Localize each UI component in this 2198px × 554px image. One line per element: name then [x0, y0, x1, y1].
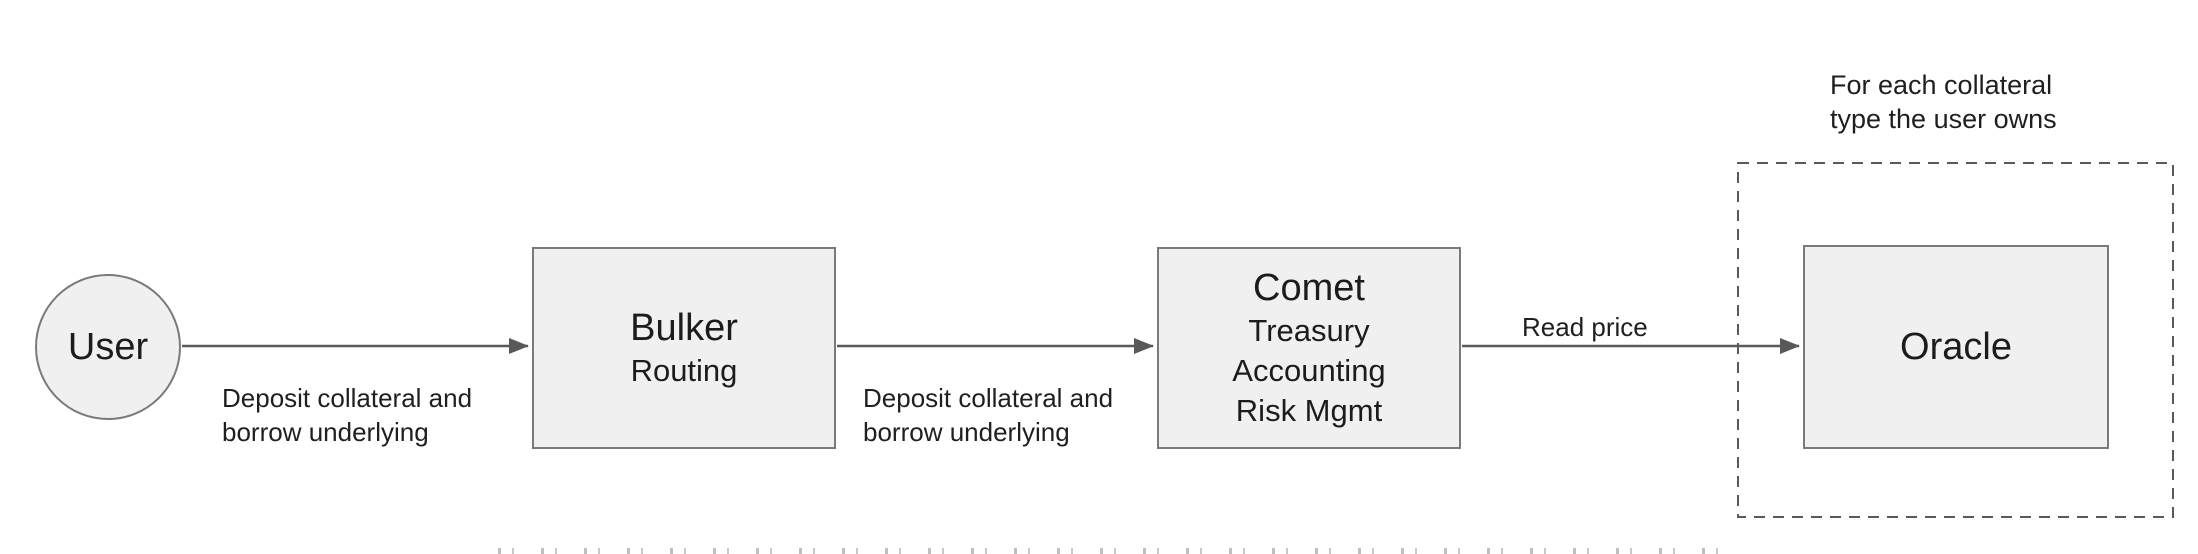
comet-node-line-treasury: Treasury [1248, 313, 1370, 348]
comet-node-title: Comet [1253, 267, 1365, 309]
edge-label-read-price: Read price [1522, 312, 1648, 342]
user-node-label: User [67, 326, 149, 368]
bulker-node-title: Bulker [630, 307, 738, 349]
oracle-node: Oracle [1803, 245, 2109, 449]
bulker-node-subtitle: Routing [630, 353, 738, 388]
comet-node-line-accounting: Accounting [1232, 353, 1386, 388]
user-node: User [35, 274, 181, 420]
comet-node-line-risk-mgmt: Risk Mgmt [1235, 393, 1383, 428]
collateral-group-dashed-frame [1737, 162, 2174, 518]
cropped-caption-fragment [498, 548, 1723, 554]
edge-label-bulker-to-comet: Deposit collateral and borrow underlying [863, 383, 1114, 447]
collateral-group-label: For each collateral type the user owns [1830, 70, 2057, 134]
edge-label-user-to-bulker: Deposit collateral and borrow underlying [222, 383, 473, 447]
oracle-node-label: Oracle [1900, 326, 2012, 368]
bulker-node: Bulker Routing [532, 247, 836, 449]
comet-node: Comet Treasury Accounting Risk Mgmt [1157, 247, 1461, 449]
